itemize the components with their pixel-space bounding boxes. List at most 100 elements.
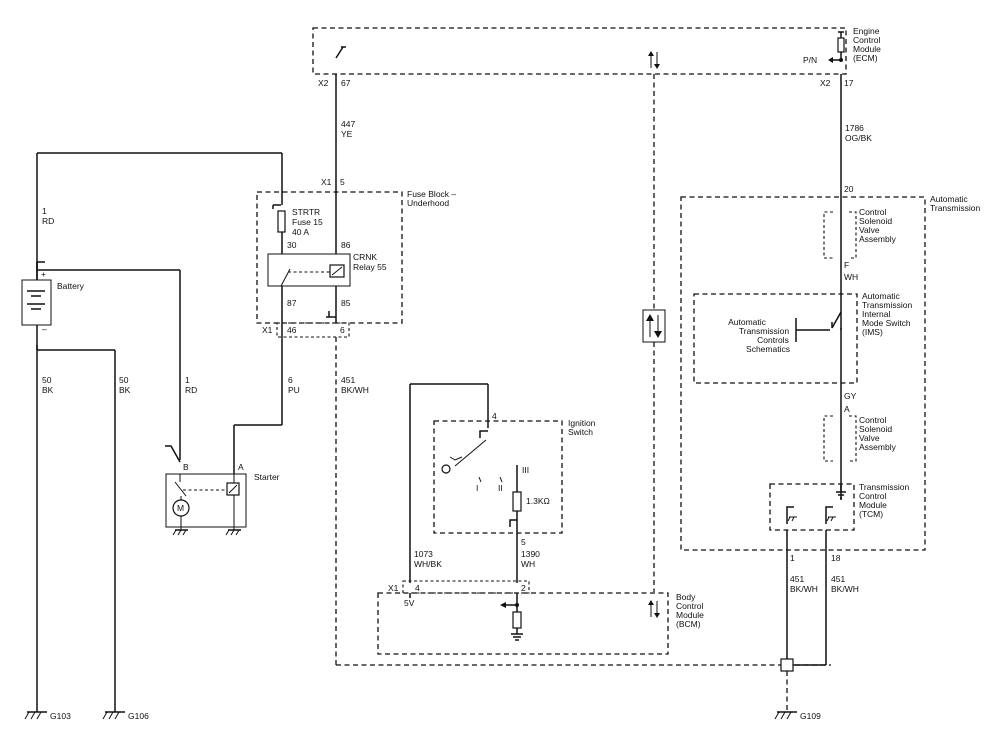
csv2-label-1: Control xyxy=(859,415,887,425)
pin-5-fb: 5 xyxy=(340,177,345,187)
bcm-data-arrows-icon xyxy=(648,600,660,618)
relay-pin-87: 87 xyxy=(287,298,297,308)
ignition-pos-3: III xyxy=(522,465,529,475)
relay-label-2: Relay 55 xyxy=(353,262,387,272)
wire-1-bot-num: 1 xyxy=(185,375,190,385)
wire-1-top-color: RD xyxy=(42,216,54,226)
relay-pin-30: 30 xyxy=(287,240,297,250)
wire-1073-num: 1073 xyxy=(414,549,433,559)
wire-6-color: PU xyxy=(288,385,300,395)
csv1-label-2: Solenoid xyxy=(859,216,892,226)
ats-label-1: Automatic xyxy=(728,317,767,327)
resistor-icon xyxy=(512,491,522,512)
ecm-label-3: Module xyxy=(853,44,881,54)
wire-50b-color: BK xyxy=(119,385,131,395)
tcm-pin-1: 1 xyxy=(790,553,795,563)
tcm-label-4: (TCM) xyxy=(859,509,883,519)
pin-4-bcm: 4 xyxy=(415,583,420,593)
tcm-label-1: Transmission xyxy=(859,482,909,492)
tcm-label-3: Module xyxy=(859,500,887,510)
csv2-label-4: Assembly xyxy=(859,442,897,452)
battery-plus: + xyxy=(41,269,46,279)
starter: B A Starter M xyxy=(165,445,280,530)
pin-17: 17 xyxy=(844,78,854,88)
pin-2-bcm: 2 xyxy=(521,583,526,593)
data-arrows-icon xyxy=(648,51,660,69)
starter-ground-icon xyxy=(172,529,241,536)
ims-label-5: (IMS) xyxy=(862,327,883,337)
wire-wh: WH xyxy=(844,272,858,282)
ignition-pos-1: I xyxy=(476,483,478,493)
wire-447-num: 447 xyxy=(341,119,355,129)
wire-1390-num: 1390 xyxy=(521,549,540,559)
ignition-pin-4: 4 xyxy=(492,411,497,421)
tcm-module: Transmission Control Module (TCM) xyxy=(769,482,909,531)
csv1-label-1: Control xyxy=(859,207,887,217)
ground-g109-icon xyxy=(774,711,797,720)
wire-1786-num: 1786 xyxy=(845,123,864,133)
wire-50a-color: BK xyxy=(42,385,54,395)
fuse-icon xyxy=(277,210,286,233)
wire-50a-num: 50 xyxy=(42,375,52,385)
wire-1-bot-color: RD xyxy=(185,385,197,395)
tcm-label-2: Control xyxy=(859,491,887,501)
starter-pin-b: B xyxy=(183,462,189,472)
connector-x1-fb-bot: X1 xyxy=(262,325,273,335)
tcm-pin-18: 18 xyxy=(831,553,841,563)
battery: + – Battery xyxy=(21,261,85,334)
pin-a-trans: A xyxy=(844,404,850,414)
wire-6-num: 6 xyxy=(288,375,293,385)
csv2-label-2: Solenoid xyxy=(859,424,892,434)
control-solenoid-valve-top: Control Solenoid Valve Assembly xyxy=(823,207,897,259)
ecm-module: P/N Engine Control Module (ECM) xyxy=(312,26,881,75)
ignition-pos-2: II xyxy=(498,483,503,493)
splice-icon xyxy=(780,658,794,672)
wire-451-t2-color: BK/WH xyxy=(831,584,859,594)
wire-451-t2-num: 451 xyxy=(831,574,845,584)
connector-x1-bcm: X1 xyxy=(388,583,399,593)
bcm-5v: 5V xyxy=(404,598,415,608)
ground-g106-icon xyxy=(102,711,125,720)
pin-67: 67 xyxy=(341,78,351,88)
ats-label-2: Transmission xyxy=(739,326,789,336)
bcm-module: 5V Body Control Module (BCM) xyxy=(377,592,704,655)
wire-451-left-color: BK/WH xyxy=(341,385,369,395)
battery-label: Battery xyxy=(57,281,85,291)
starter-label: Starter xyxy=(254,472,280,482)
ground-g103-icon xyxy=(24,711,47,720)
fuse-block-label-2: Underhood xyxy=(407,198,449,208)
ims-label-2: Transmission xyxy=(862,300,912,310)
ignition-switch: Ignition Switch 4 I II III 1.3KΩ xyxy=(433,410,596,534)
relay-label-1: CRNK xyxy=(353,252,377,262)
ground-g109-label: G109 xyxy=(800,711,821,721)
ecm-pn-label: P/N xyxy=(803,55,817,65)
fuse-label-1: STRTR xyxy=(292,207,320,217)
ignition-label-1: Ignition xyxy=(568,418,596,428)
bcm-label-3: Module xyxy=(676,610,704,620)
pin-f: F xyxy=(844,260,849,270)
ecm-label-4: (ECM) xyxy=(853,53,878,63)
wire-451-t1-color: BK/WH xyxy=(790,584,818,594)
pin-46: 46 xyxy=(287,325,297,335)
wire-50b-num: 50 xyxy=(119,375,129,385)
wire-1390-color: WH xyxy=(521,559,535,569)
wire-1786-color: OG/BK xyxy=(845,133,872,143)
csv1-label-4: Assembly xyxy=(859,234,897,244)
wire-gy: GY xyxy=(844,391,857,401)
relay-pin-85: 85 xyxy=(341,298,351,308)
ims-label-3: Internal xyxy=(862,309,890,319)
relay-body xyxy=(267,253,351,287)
connector-x2-left: X2 xyxy=(318,78,329,88)
fuse-block-underhood: Fuse Block – Underhood STRTR Fuse 15 40 … xyxy=(256,189,456,324)
serial-data-icon xyxy=(642,309,666,343)
ground-g103-label: G103 xyxy=(50,711,71,721)
starter-pin-a: A xyxy=(238,462,244,472)
fuse-label-3: 40 A xyxy=(292,227,309,237)
pin-6-fb: 6 xyxy=(340,325,345,335)
wire-447-color: YE xyxy=(341,129,353,139)
bcm-label-4: (BCM) xyxy=(676,619,701,629)
automatic-transmission: Automatic Transmission xyxy=(680,194,980,551)
connector-x2-right: X2 xyxy=(820,78,831,88)
ats-label-3: Controls xyxy=(757,335,789,345)
